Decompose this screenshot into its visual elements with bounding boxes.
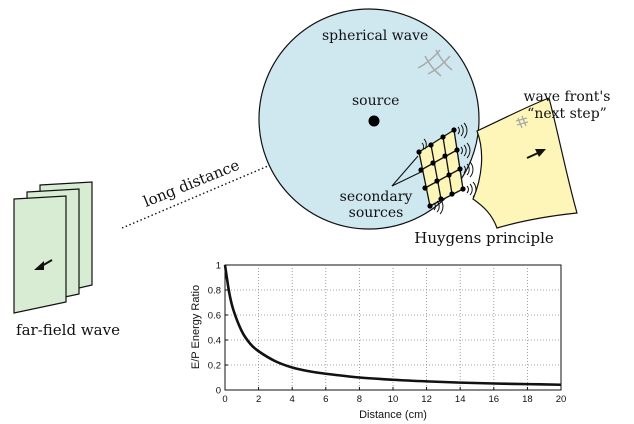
chart-ylabel: E/P Energy Ratio	[190, 285, 202, 369]
long-distance-label: long distance	[141, 156, 242, 211]
x-tick-label: 18	[522, 394, 533, 405]
chart-ticks: 0 2 4 6 8 10 12 14 16 18 20 0 0.2 0.4 0.6 0.8 1	[208, 261, 567, 406]
secondary-sources-label-line1: secondary	[340, 189, 413, 205]
y-tick-label: 0	[216, 386, 221, 397]
far-field-planes	[13, 181, 93, 314]
x-tick-label: 8	[357, 394, 362, 405]
hash-mark-icon	[417, 49, 453, 77]
energy-ratio-series-line	[223, 264, 562, 387]
source-label: source	[352, 93, 399, 109]
wave-front-label-line2: “next step”	[527, 106, 607, 122]
chart-xlabel: Distance (cm)	[359, 409, 427, 421]
next-step-arrow-icon	[526, 152, 539, 159]
spherical-wave-label: spherical wave	[322, 28, 428, 44]
wave-front-label-line1: wave front's	[524, 89, 611, 105]
y-tick-label: 0.8	[208, 286, 221, 297]
chart-grid	[225, 265, 561, 390]
next-step-arrowhead-icon	[535, 149, 546, 157]
x-tick-label: 2	[256, 394, 261, 405]
y-tick-label: 1	[216, 261, 221, 272]
x-tick-label: 14	[455, 394, 466, 405]
x-tick-label: 4	[290, 394, 295, 405]
x-tick-label: 16	[489, 394, 500, 405]
y-tick-label: 0.6	[208, 311, 221, 322]
far-field-arrowhead-icon	[34, 261, 44, 270]
y-tick-label: 0.4	[208, 336, 221, 347]
plane-wave-front	[13, 195, 67, 314]
x-tick-label: 0	[222, 394, 227, 405]
huygens-label: Huygens principle	[414, 229, 554, 247]
far-field-label: far-field wave	[16, 321, 120, 339]
y-tick-label: 0.2	[208, 361, 221, 372]
secondary-sources-grid	[391, 122, 477, 215]
small-hash-icon	[515, 115, 529, 129]
wave-front-sheet	[472, 97, 578, 229]
secondary-sources-label-line2: sources	[349, 205, 404, 221]
x-tick-label: 10	[388, 394, 399, 405]
x-tick-label: 20	[556, 394, 567, 405]
x-tick-label: 12	[421, 394, 432, 405]
energy-ratio-chart: 0 2 4 6 8 10 12 14 16 18 20 0 0.2 0.4 0.6 0.8 1 Distance…	[190, 261, 566, 422]
x-tick-label: 6	[323, 394, 328, 405]
source-dot	[368, 115, 380, 127]
